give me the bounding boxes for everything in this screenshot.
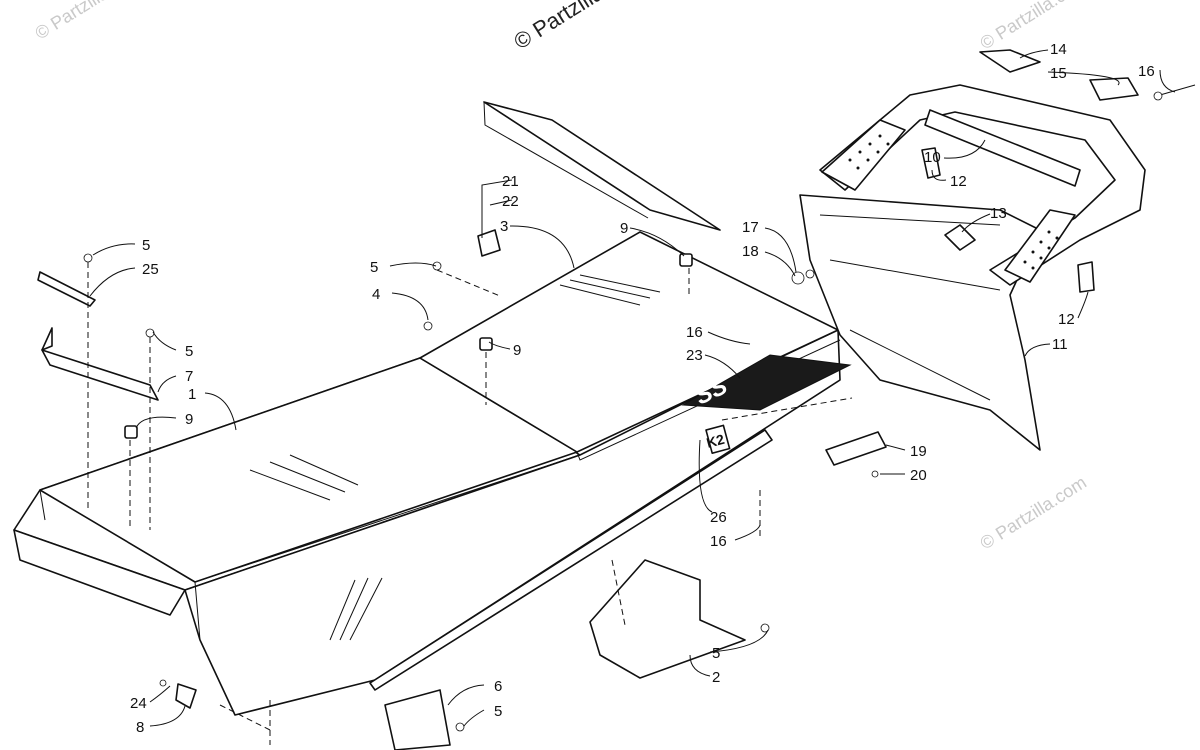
label-1: 1	[188, 386, 196, 403]
label-16-top: 16	[1138, 63, 1155, 80]
bolt-part-16-top	[1153, 84, 1196, 101]
grab-bar-part-10	[819, 84, 1146, 286]
label-16-mid: 16	[686, 324, 703, 341]
watermark-top: © Partzilla	[509, 0, 608, 54]
reflector-part-14	[979, 49, 1041, 73]
plate-part-6	[384, 689, 451, 750]
bracket-part-2	[589, 559, 746, 679]
watermark-midright: © Partzilla.com	[977, 472, 1090, 553]
label-5-mid: 5	[370, 259, 378, 276]
label-7: 7	[185, 368, 193, 385]
label-9-left: 9	[185, 411, 193, 428]
rod-part-26	[369, 429, 773, 691]
callout-labels: 14 15 16 10 12 13 17 18 12 11 21 22 3 9 …	[130, 41, 1155, 736]
label-5-plate: 5	[494, 703, 502, 720]
plate-part-19	[825, 431, 887, 466]
label-9-top: 9	[620, 220, 628, 237]
badge-text: K2	[705, 431, 727, 451]
label-23: 23	[686, 347, 703, 364]
label-19: 19	[910, 443, 927, 460]
label-25: 25	[142, 261, 159, 278]
badge-part-26: K2	[705, 424, 731, 454]
label-22: 22	[502, 193, 519, 210]
clip-part-12-top	[921, 147, 941, 179]
label-15: 15	[1050, 65, 1067, 82]
tunnel-part-1	[13, 329, 841, 716]
label-21: 21	[502, 173, 519, 190]
watermark-topleft: © Partzilla.com	[32, 0, 145, 43]
watermark-topright: © Partzilla.com	[977, 0, 1090, 53]
label-12-top: 12	[950, 173, 967, 190]
clip-part-13	[944, 224, 976, 251]
decal-part-21	[477, 229, 501, 257]
small-fasteners	[83, 253, 879, 732]
label-13: 13	[990, 205, 1007, 222]
nut-part-17-18	[791, 269, 815, 285]
bumper-panel-part-11	[799, 194, 1041, 451]
leader-lines	[89, 49, 1176, 727]
label-17: 17	[742, 219, 759, 236]
label-20: 20	[910, 467, 927, 484]
label-16-bottom: 16	[710, 533, 727, 550]
clip-part-12-side	[1077, 261, 1095, 293]
reflector-part-15	[1089, 77, 1139, 101]
label-9-mid: 9	[513, 342, 521, 359]
flap-part-22	[483, 101, 721, 231]
label-10: 10	[924, 149, 941, 166]
label-5-left: 5	[185, 343, 193, 360]
assembly-dash-lines	[87, 262, 853, 745]
label-11: 11	[1052, 336, 1068, 353]
label-24: 24	[130, 695, 147, 712]
label-4: 4	[372, 286, 380, 303]
label-12-side: 12	[1058, 311, 1075, 328]
bar-part-25	[37, 271, 96, 307]
label-5-bracket: 5	[712, 645, 720, 662]
label-2: 2	[712, 669, 720, 686]
label-5-topleft: 5	[142, 237, 150, 254]
label-3: 3	[500, 218, 508, 235]
label-6: 6	[494, 678, 502, 695]
label-26: 26	[710, 509, 727, 526]
bracket-part-7	[41, 327, 159, 401]
label-14: 14	[1050, 41, 1067, 58]
label-8: 8	[136, 719, 144, 736]
label-18: 18	[742, 243, 759, 260]
